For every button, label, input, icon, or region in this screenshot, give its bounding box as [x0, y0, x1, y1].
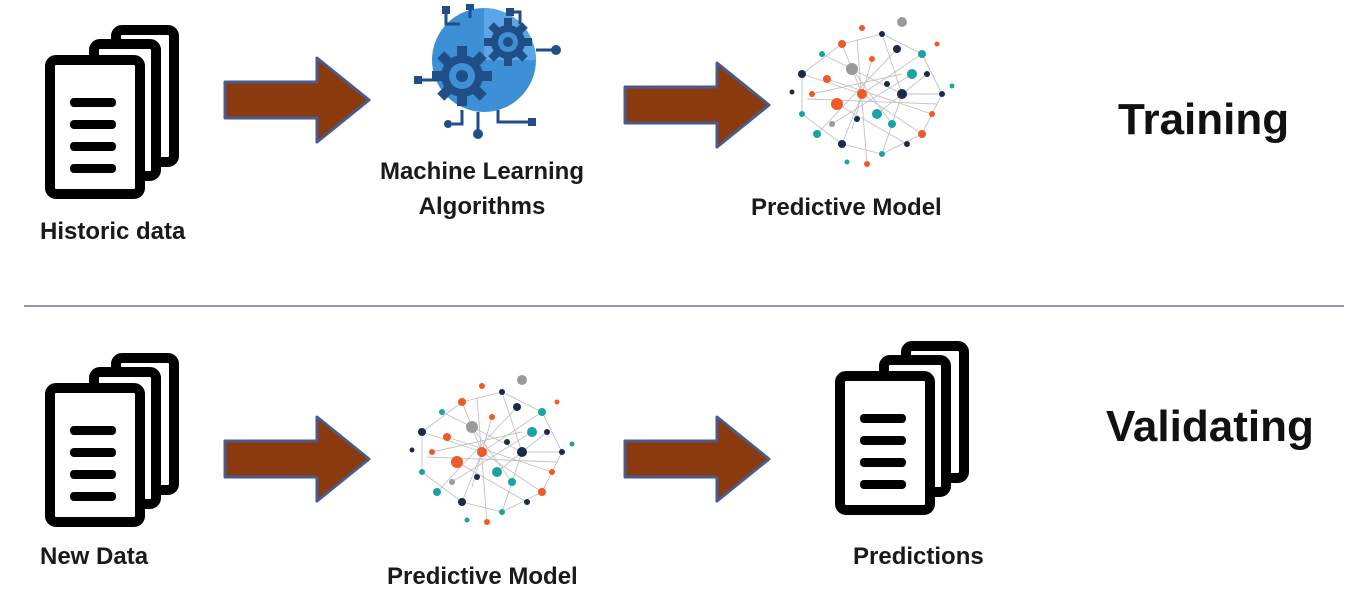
historic-data-label: Historic data	[40, 218, 186, 245]
section-divider	[24, 305, 1344, 307]
new-data-label: New Data	[40, 543, 149, 570]
predictions-documents-icon	[832, 338, 982, 518]
validating-predictive-model-network-icon	[402, 372, 582, 534]
training-title: Training	[1118, 95, 1290, 144]
machine-learning-label-line1: Machine Learning	[379, 158, 585, 185]
training-arrow-1-right-arrow-icon	[222, 55, 372, 145]
machine-learning-label: Machine Learning Algorithms	[352, 158, 612, 222]
validating-arrow-1-right-arrow-icon	[222, 414, 372, 504]
validating-arrow-2-right-arrow-icon	[622, 414, 772, 504]
historic-data-documents-icon	[42, 22, 192, 202]
training-predictive-model-network-icon	[782, 14, 962, 176]
machine-learning-gears-icon	[402, 4, 562, 154]
machine-learning-label-line2: Algorithms	[418, 192, 546, 220]
training-predictive-model-label: Predictive Model	[751, 194, 942, 221]
new-data-documents-icon	[42, 350, 192, 530]
training-arrow-2-right-arrow-icon	[622, 60, 772, 150]
validating-predictive-model-label: Predictive Model	[387, 563, 578, 590]
predictions-label: Predictions	[853, 543, 984, 570]
validating-title: Validating	[1106, 402, 1314, 451]
